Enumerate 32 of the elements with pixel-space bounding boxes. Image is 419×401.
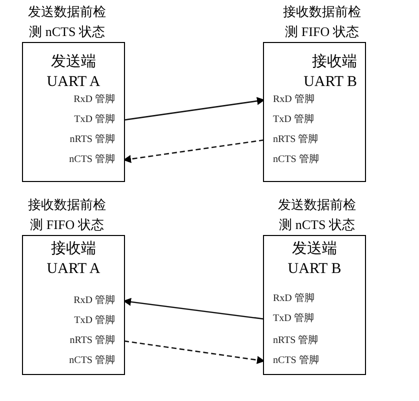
pin-label: TxD 管脚 [74,113,124,127]
box-title: UART B [286,260,342,278]
pin-label: nRTS 管脚 [70,133,124,147]
pin-label: RxD 管脚 [264,93,314,107]
heading-text: 接收数据前检测 FIFO 状态 [282,3,362,41]
box-title: UART A [46,260,102,278]
box-title: 接收端 [50,240,97,258]
pin-label: nRTS 管脚 [264,133,318,147]
pin-label: nCTS 管脚 [69,354,124,368]
pin-label: nRTS 管脚 [70,334,124,348]
pin-label: RxD 管脚 [74,294,124,308]
heading-text: 发送数据前检测 nCTS 状态 [277,196,357,234]
heading-text: 发送数据前检测 nCTS 状态 [27,3,107,41]
pin-label: TxD 管脚 [264,113,314,127]
pin-label: nCTS 管脚 [69,153,124,167]
heading-text: 接收数据前检测 FIFO 状态 [27,196,107,234]
pin-label: RxD 管脚 [264,292,314,306]
dashed-arrow [123,139,264,163]
arrow [123,298,264,320]
box-title: 接收端 [312,53,357,71]
box-title: UART A [46,73,102,91]
pin-label: TxD 管脚 [264,312,314,326]
arrow [124,97,265,121]
box-title: 发送端 [291,240,338,258]
pin-label: RxD 管脚 [74,93,124,107]
dashed-arrow [124,340,265,364]
box-title: UART B [304,73,357,91]
pin-label: nRTS 管脚 [264,334,318,348]
box-title: 发送端 [50,53,97,71]
pin-label: nCTS 管脚 [264,153,319,167]
pin-label: TxD 管脚 [74,314,124,328]
pin-label: nCTS 管脚 [264,354,319,368]
